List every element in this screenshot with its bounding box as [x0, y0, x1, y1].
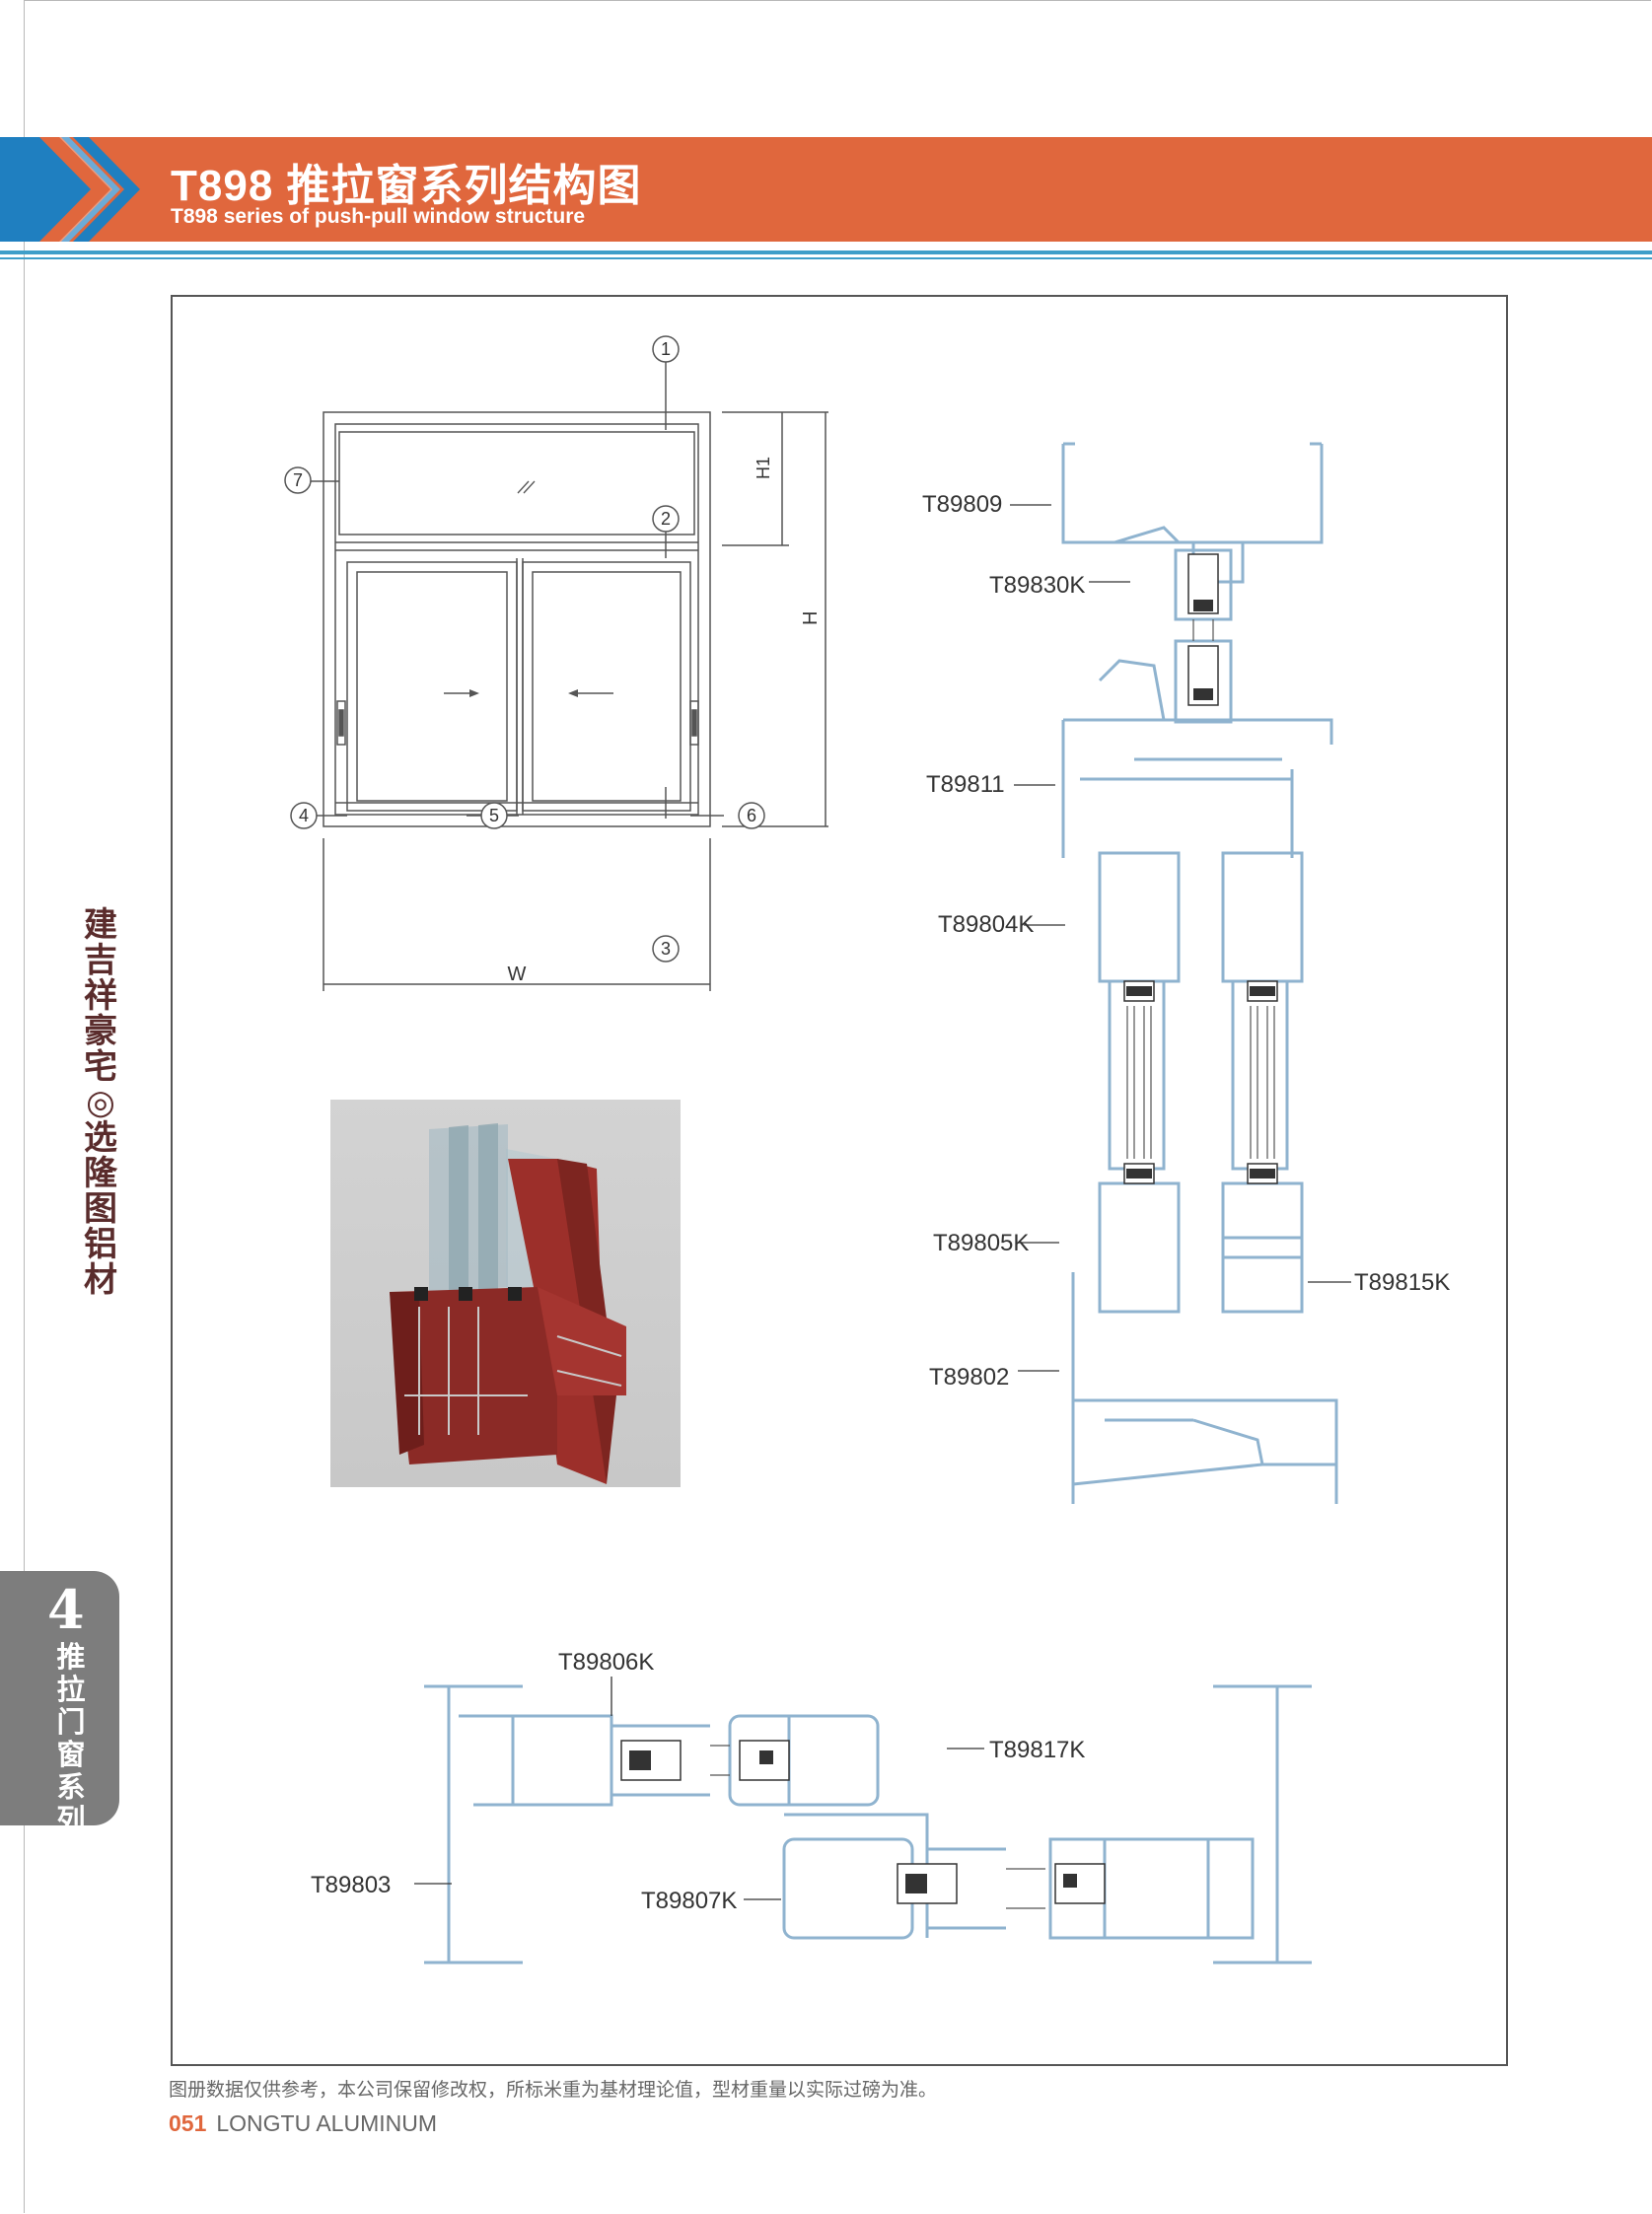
dimension-w-label: W: [508, 964, 527, 985]
chevron-arrows-icon: [0, 137, 140, 242]
label-t89805k: T89805K: [933, 1230, 1030, 1256]
label-t89809: T89809: [922, 491, 1003, 518]
label-t89804k: T89804K: [938, 911, 1035, 938]
side-slogan: 建吉祥豪宅◎选隆图铝材: [84, 905, 117, 1300]
marker-7: 7: [293, 470, 303, 490]
vertical-section-leaders: [1010, 504, 1351, 1372]
label-t89817k: T89817K: [989, 1737, 1086, 1763]
diagram-frame: [171, 295, 1508, 2066]
marker-2: 2: [661, 509, 671, 529]
header-banner: [0, 137, 1652, 242]
marker-5: 5: [489, 806, 499, 825]
dimension-h1-label: H1: [754, 457, 773, 479]
label-t89830k: T89830K: [989, 572, 1086, 599]
page-border: [24, 0, 1651, 2213]
vertical-section-drawing: [1061, 442, 1338, 1504]
label-t89807k: T89807K: [641, 1888, 738, 1914]
disclaimer-note: 图册数据仅供参考，本公司保留修改权，所标米重为基材理论值，型材重量以实际过磅为准…: [169, 2080, 938, 2101]
product-section-photo: [390, 1123, 626, 1484]
horizontal-section-leaders: [414, 1677, 984, 1900]
page-title: T898 推拉窗系列结构图: [171, 162, 642, 210]
label-t89806k: T89806K: [558, 1649, 655, 1676]
label-t89802: T89802: [929, 1364, 1010, 1391]
label-t89803: T89803: [311, 1872, 392, 1898]
label-t89811: T89811: [926, 771, 1005, 798]
marker-3: 3: [661, 939, 671, 959]
section-tab-label: 推拉门窗系列: [56, 1642, 86, 1836]
header-rule-thin: [0, 257, 1652, 259]
marker-1: 1: [661, 339, 671, 359]
brand-name: LONGTU ALUMINUM: [216, 2110, 438, 2136]
window-elevation-drawing: 1 2 3 4 5 6 7 W H1 H: [284, 335, 828, 991]
page-subtitle: T898 series of push-pull window structur…: [171, 205, 586, 228]
header-rule: [0, 250, 1652, 254]
page-number: 051: [169, 2110, 207, 2136]
dimension-h-label: H: [800, 611, 822, 625]
section-tab: [0, 1571, 119, 1825]
horizontal-section-drawing: [424, 1684, 1312, 1964]
section-tab-number: 4: [47, 1578, 85, 1641]
marker-4: 4: [299, 806, 309, 825]
page-footer: 051 LONGTU ALUMINUM: [169, 2110, 437, 2137]
label-t89815k: T89815K: [1354, 1269, 1451, 1296]
marker-6: 6: [747, 806, 756, 825]
